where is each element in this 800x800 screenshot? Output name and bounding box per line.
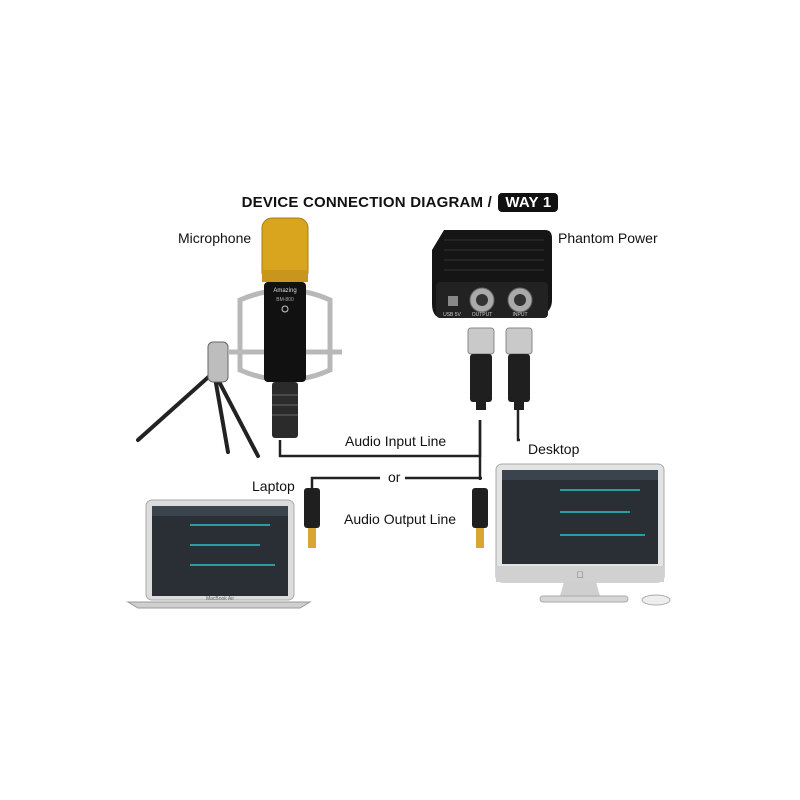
xlr-plug-input <box>505 327 533 410</box>
label-phantom-power: Phantom Power <box>558 230 658 246</box>
tripod-stand <box>136 370 260 458</box>
diagram-title: DEVICE CONNECTION DIAGRAM / WAY 1 <box>0 193 800 212</box>
mic-body <box>264 282 306 382</box>
title-badge: WAY 1 <box>498 193 559 212</box>
label-audio-output-line: Audio Output Line <box>344 511 457 527</box>
jack-plug-desktop <box>472 488 488 548</box>
output-port-label: OUTPUT <box>472 312 493 318</box>
laptop: MacBook Air <box>126 499 312 609</box>
label-desktop: Desktop <box>528 441 580 457</box>
xlr-plug-output <box>467 327 495 410</box>
label-or: or <box>388 469 401 485</box>
usb-port <box>448 296 458 306</box>
svg-text::  <box>577 570 584 580</box>
cable-lines <box>278 405 520 488</box>
audio-output-line-laptop <box>310 476 482 488</box>
label-audio-input-line: Audio Input Line <box>345 433 447 449</box>
usb-port-label: USB 5V <box>443 312 461 318</box>
title-main: DEVICE CONNECTION DIAGRAM / <box>241 194 492 211</box>
mic-brand-text: Amazing <box>273 288 296 294</box>
desktop:  <box>495 463 671 606</box>
mic-xlr-connector <box>272 382 298 438</box>
input-port-label: INPUT <box>513 312 528 318</box>
label-microphone: Microphone <box>178 230 252 246</box>
laptop-screen <box>152 506 288 596</box>
laptop-brand-text: MacBook Air <box>206 596 234 602</box>
phantom-power-box: USB 5V OUTPUT INPUT <box>432 230 552 318</box>
label-laptop: Laptop <box>252 478 295 494</box>
jack-plug-laptop <box>304 488 320 548</box>
phantom-input-cable <box>516 405 520 442</box>
tripod-mount <box>207 341 229 383</box>
microphone: Amazing BM-800 <box>261 217 309 438</box>
mic-model-text: BM-800 <box>276 297 294 303</box>
desktop-screen <box>502 470 658 564</box>
mouse <box>641 594 671 606</box>
